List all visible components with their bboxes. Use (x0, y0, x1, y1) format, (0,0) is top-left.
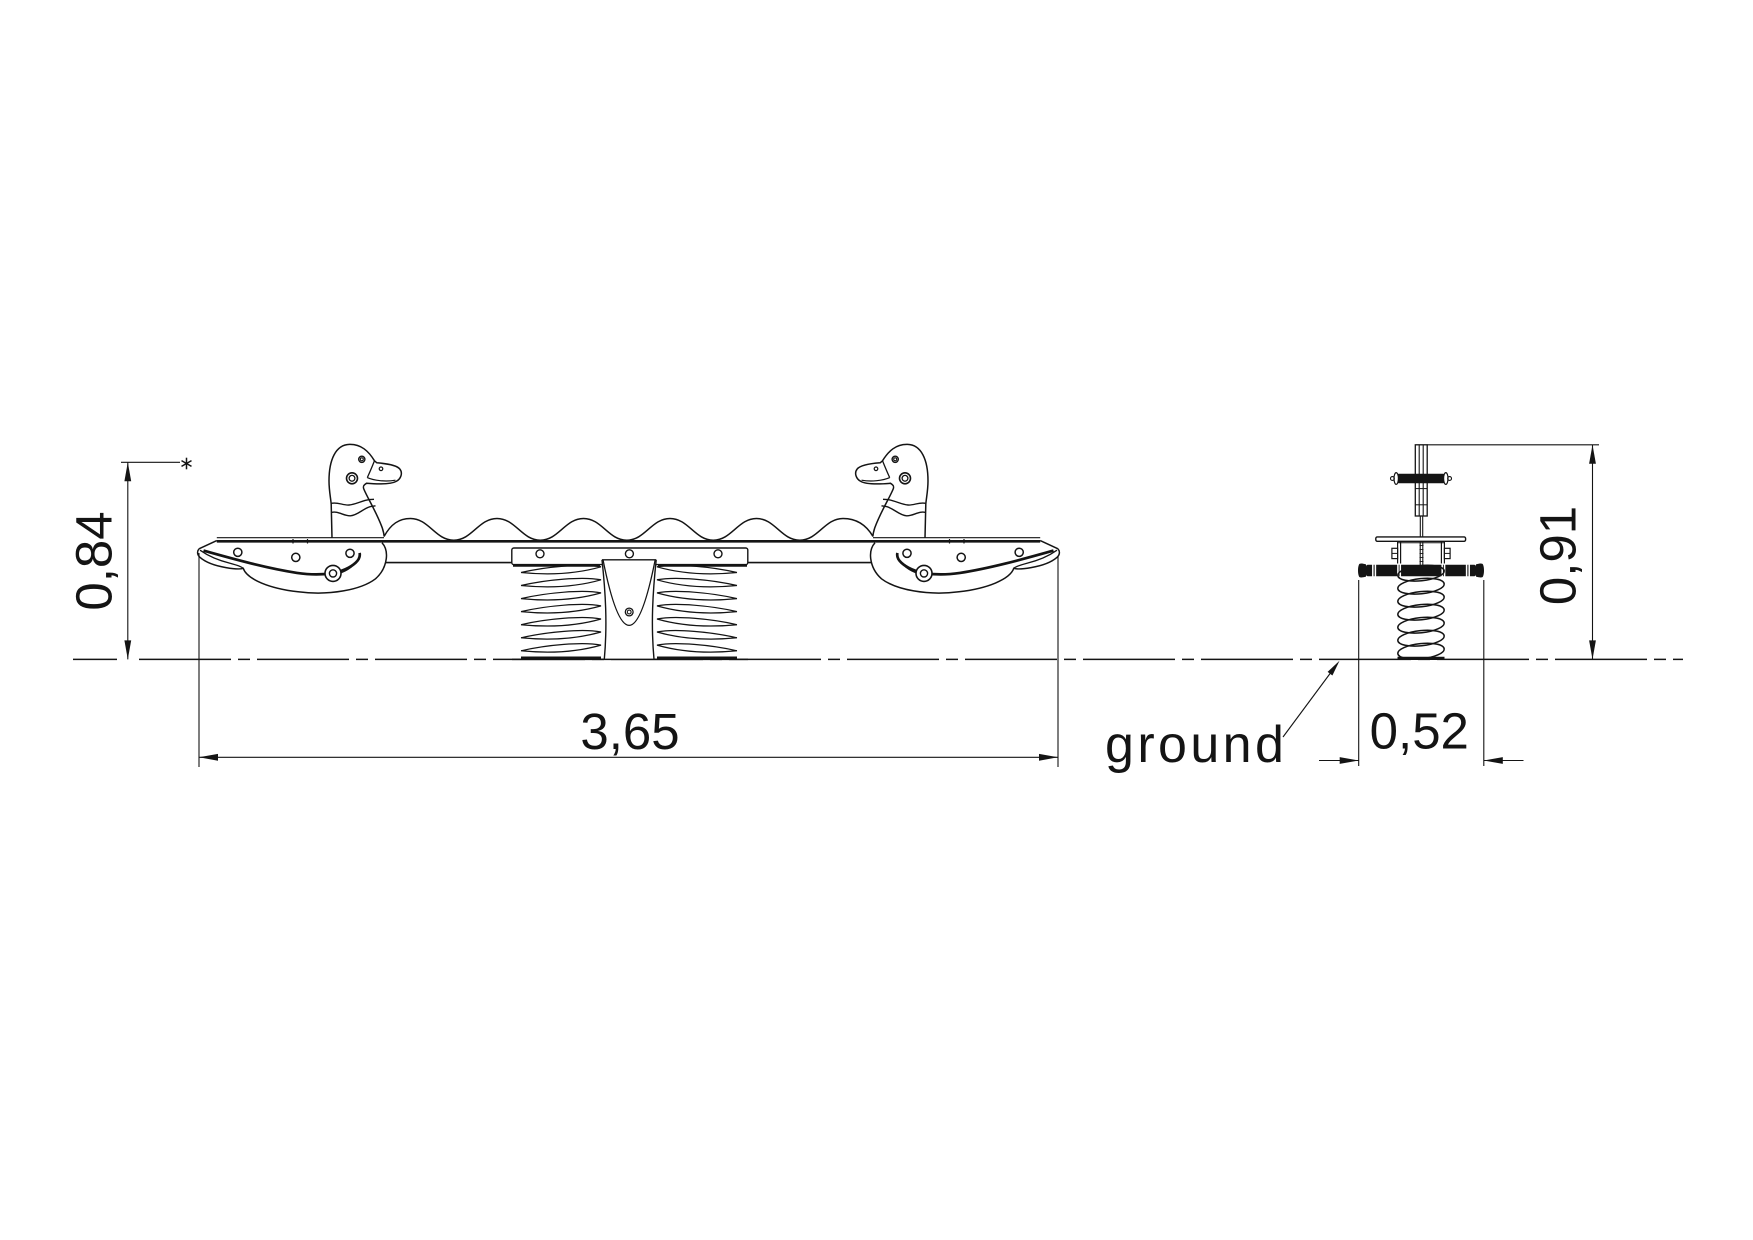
svg-text:0,84: 0,84 (66, 511, 123, 610)
svg-text:ground: ground (1105, 716, 1287, 774)
svg-text:0,91: 0,91 (1530, 506, 1587, 605)
svg-text:3,65: 3,65 (580, 703, 679, 760)
svg-text:0,52: 0,52 (1370, 703, 1469, 760)
